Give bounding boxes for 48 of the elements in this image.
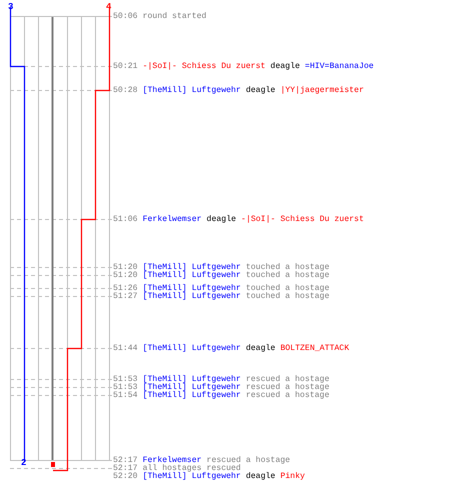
event-text: deagle — [206, 214, 236, 224]
event-text: [TheMill] Luftgewehr — [142, 382, 241, 392]
event-text: [TheMill] Luftgewehr — [142, 390, 241, 400]
event-text: deagle — [246, 472, 276, 480]
event-time: 50:06 — [113, 12, 138, 20]
event-text: deagle — [270, 62, 300, 70]
event-text: =HIV=BananaJoe — [304, 62, 374, 70]
event-time: 52:17 — [113, 456, 138, 464]
event-text: [TheMill] Luftgewehr — [142, 292, 241, 300]
event-text: [TheMill] Luftgewehr — [142, 472, 241, 480]
event-time: 51:20 — [113, 262, 138, 272]
event-text: rescued a hostage — [206, 456, 290, 464]
event-text: touched a hostage — [246, 284, 330, 292]
event-text: rescued a hostage — [246, 382, 330, 392]
event-text: -|SoI|- Schiess Du zuerst — [241, 214, 364, 224]
event-text: touched a hostage — [246, 292, 330, 300]
event-text: BOLTZEN_ATTACK — [280, 344, 350, 352]
event-text: [TheMill] Luftgewehr — [142, 270, 241, 280]
event-text: rescued a hostage — [246, 374, 330, 384]
event-time: 50:21 — [113, 62, 138, 70]
event-text: |YY|jaegermeister — [280, 86, 364, 94]
event-time: 51:27 — [113, 292, 138, 300]
event-time: 51:20 — [113, 270, 138, 280]
event-time: 52:17 — [113, 464, 138, 472]
event-text: [TheMill] Luftgewehr — [142, 344, 241, 352]
event-text: rescued a hostage — [246, 390, 330, 400]
event-text: [TheMill] Luftgewehr — [142, 284, 241, 292]
event-time: 51:26 — [113, 284, 138, 292]
event-text: [TheMill] Luftgewehr — [142, 262, 241, 272]
event-time: 50:28 — [113, 86, 138, 94]
event-text: touched a hostage — [246, 262, 330, 272]
event-text: Pinky — [280, 472, 305, 480]
event-text: Ferkelwemser — [142, 456, 202, 464]
event-text: [TheMill] Luftgewehr — [142, 86, 241, 94]
event-time: 52:20 — [113, 472, 138, 480]
event-time: 51:44 — [113, 344, 138, 352]
event-text: round started — [142, 12, 206, 20]
event-text: [TheMill] Luftgewehr — [142, 374, 241, 384]
event-text: Ferkelwemser — [142, 214, 202, 224]
event-text: deagle — [246, 86, 276, 94]
event-text: deagle — [246, 344, 276, 352]
event-time: 51:53 — [113, 374, 138, 384]
event-text: -|SoI|- Schiess Du zuerst — [142, 62, 266, 70]
event-text: touched a hostage — [246, 270, 330, 280]
event-time: 51:54 — [113, 390, 138, 400]
event-text: all hostages rescued — [142, 464, 241, 472]
event-time: 51:06 — [113, 214, 138, 224]
event-time: 51:53 — [113, 382, 138, 392]
